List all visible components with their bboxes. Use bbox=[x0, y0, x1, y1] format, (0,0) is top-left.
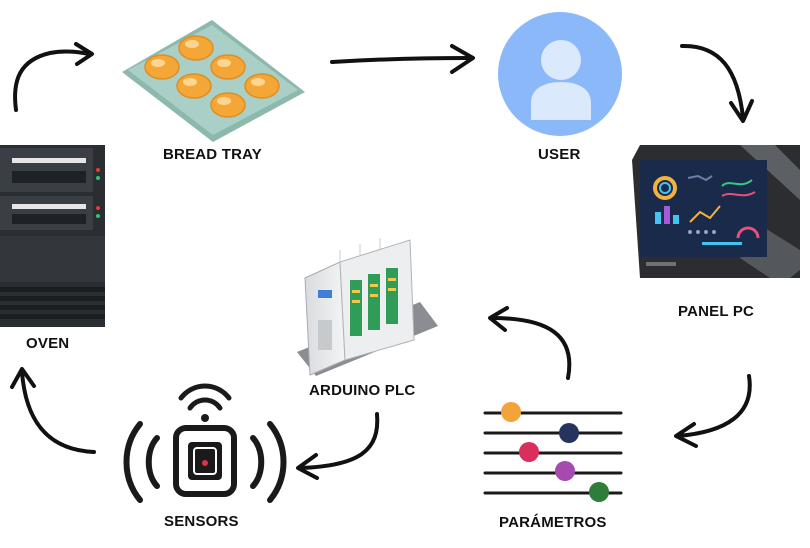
bread-tray-icon bbox=[122, 20, 305, 142]
parameter-sliders-icon bbox=[483, 402, 623, 502]
slider-knob-green bbox=[589, 482, 609, 502]
flow-arrow-panel-to-parametros bbox=[674, 374, 752, 448]
flow-arrow-parametros-to-plc bbox=[488, 306, 572, 380]
label-user: USER bbox=[538, 146, 581, 163]
label-bread-tray: BREAD TRAY bbox=[163, 146, 262, 163]
arduino-plc-icon bbox=[297, 238, 438, 376]
label-oven: OVEN bbox=[26, 335, 70, 352]
flow-arrow-oven-to-tray bbox=[13, 42, 94, 112]
slider-knob-purple bbox=[555, 461, 575, 481]
flow-arrow-tray-to-user bbox=[330, 44, 475, 74]
flow-arrow-sensors-to-oven bbox=[10, 367, 96, 454]
label-sensors: SENSORS bbox=[164, 513, 239, 530]
flow-arrow-plc-to-sensors bbox=[296, 412, 380, 480]
label-parametros: PARÁMETROS bbox=[499, 514, 607, 531]
panel-pc-icon bbox=[632, 145, 800, 278]
label-panel-pc: PANEL PC bbox=[678, 303, 755, 320]
sensor-icon bbox=[123, 383, 287, 503]
oven-icon bbox=[0, 145, 105, 327]
flow-arrow-user-to-panel bbox=[680, 43, 754, 123]
label-arduino-plc: ARDUINO PLC bbox=[309, 382, 416, 399]
slider-knob-red bbox=[519, 442, 539, 462]
user-avatar-icon bbox=[498, 12, 622, 136]
slider-knob-orange bbox=[501, 402, 521, 422]
slider-knob-navy bbox=[559, 423, 579, 443]
